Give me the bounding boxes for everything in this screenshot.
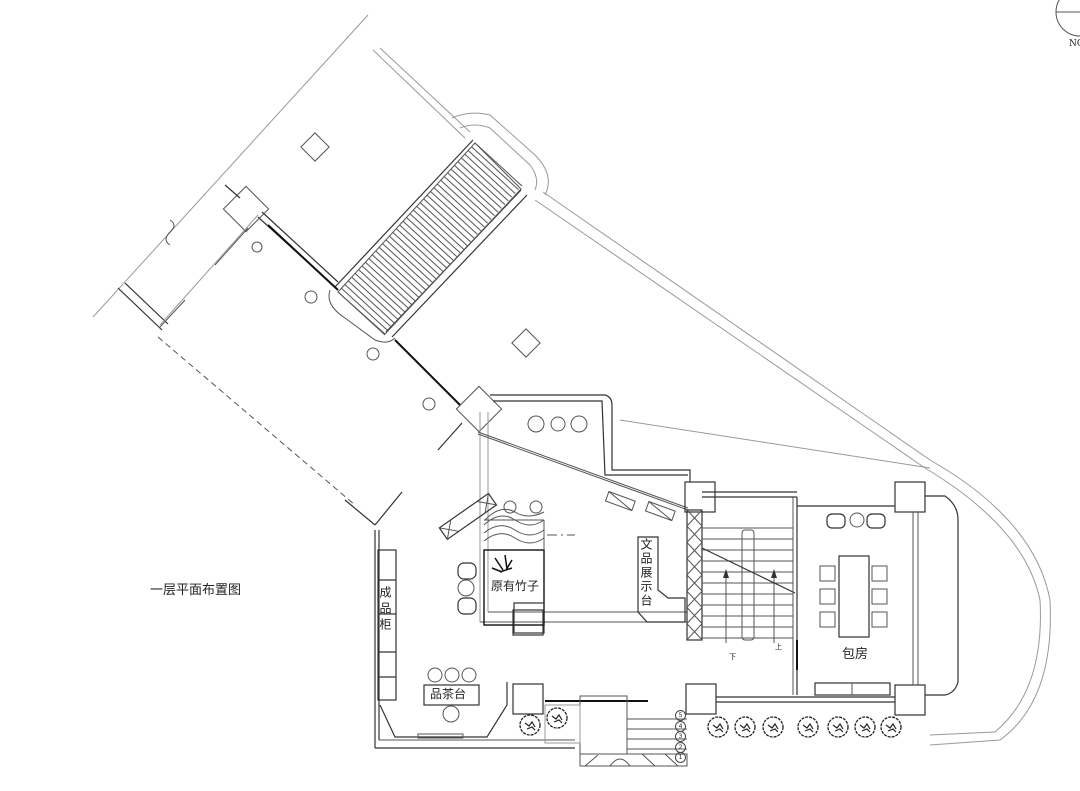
display-counter-label: 文品展示台 <box>639 538 653 608</box>
stair-down-label: 下 <box>729 653 736 661</box>
tree-icon <box>707 716 729 738</box>
stair-hatch <box>337 142 523 336</box>
drawing-title: 一层平面布置图 <box>150 583 242 598</box>
stair-lattice <box>686 509 703 641</box>
tree-icon <box>762 716 784 738</box>
product-cabinet-label: 成品柜 <box>378 586 392 634</box>
step-number: 4 <box>675 720 686 732</box>
building-walls <box>344 394 959 767</box>
tree-icon <box>827 716 849 738</box>
tree-icon <box>854 716 876 738</box>
tree-icon <box>546 707 568 729</box>
step-number: 2 <box>675 741 686 753</box>
staircase <box>702 527 793 639</box>
tree-icon <box>734 716 756 738</box>
north-label: NO <box>1069 39 1080 49</box>
tea-counter-label: 品茶台 <box>430 687 467 701</box>
tree-icon <box>880 716 902 738</box>
step-number: 1 <box>675 752 686 763</box>
tree-icon <box>797 716 819 738</box>
private-room-label: 包房 <box>842 647 869 662</box>
north-arrow-icon <box>1055 0 1080 37</box>
upper-deck <box>117 132 541 506</box>
stair-up-label: 上 <box>775 643 782 651</box>
existing-bamboo-label: 原有竹子 <box>491 579 540 593</box>
tree-icon <box>519 714 541 736</box>
step-number: 3 <box>675 731 686 742</box>
site-boundary <box>92 14 1051 746</box>
step-number: 5 <box>675 710 686 721</box>
